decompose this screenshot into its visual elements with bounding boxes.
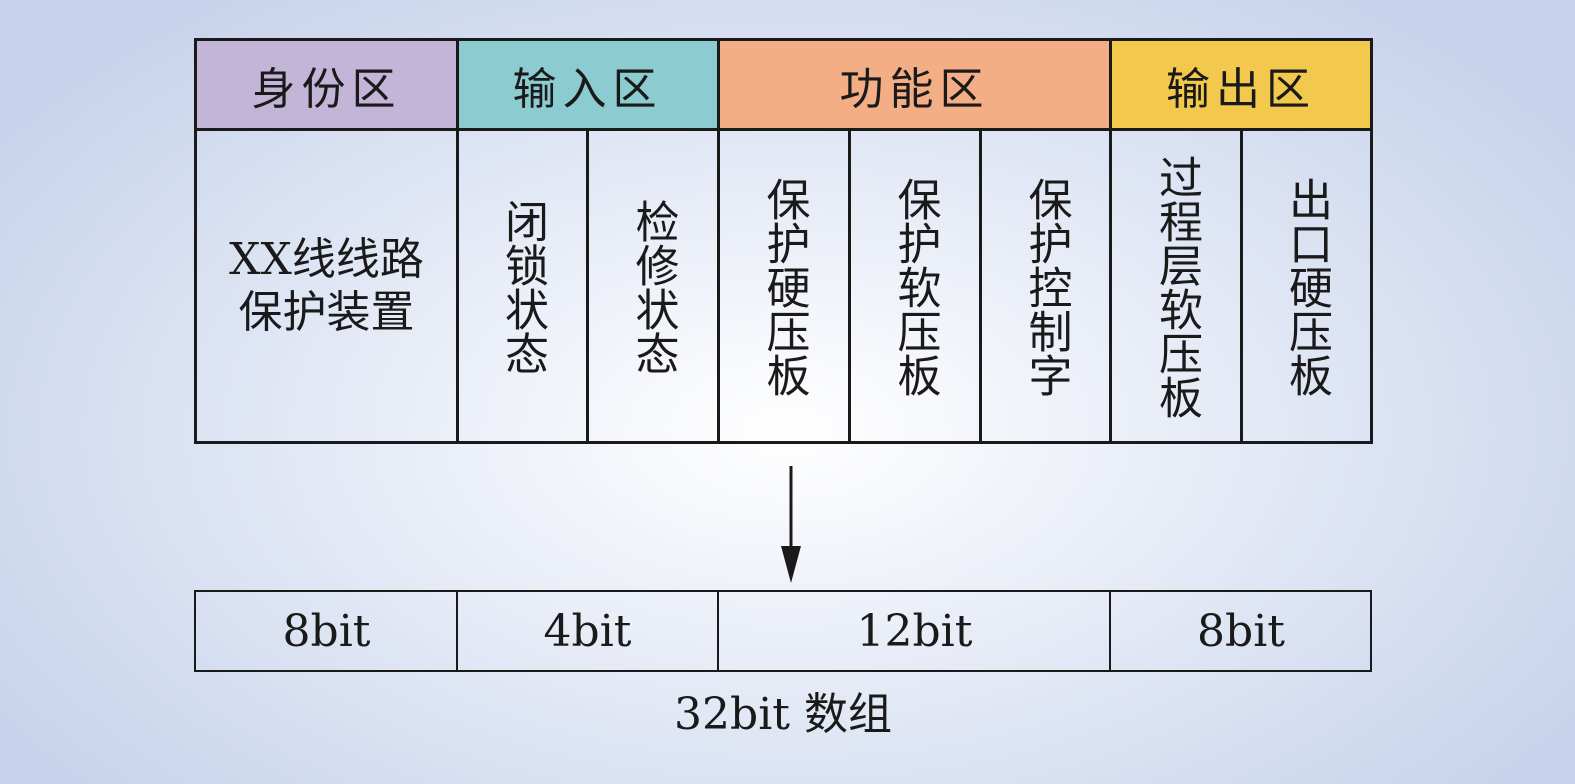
bits-divider-1 — [456, 590, 458, 672]
table-border-bottom — [194, 441, 1373, 444]
identity-cell-line1: XX线线路 — [229, 234, 424, 286]
array-caption: 32bit 数组 — [674, 689, 892, 740]
bits-function: 12bit — [856, 606, 973, 657]
table-border-right — [1370, 38, 1373, 444]
bits-border-bottom — [194, 670, 1372, 672]
bits-border-top — [194, 590, 1372, 592]
zone-divider-3 — [1109, 38, 1112, 444]
table-border-top — [194, 38, 1373, 41]
bits-border-right — [1370, 590, 1372, 672]
table-border-left — [194, 38, 197, 444]
input-cell-lock-state: 闭锁状态 — [497, 199, 548, 375]
cell-divider-function-2 — [979, 128, 982, 444]
bits-identity: 8bit — [282, 606, 371, 657]
zone-divider-2 — [717, 38, 720, 444]
cell-divider-output — [1240, 128, 1243, 444]
cell-divider-input — [586, 128, 589, 444]
bits-input: 4bit — [543, 606, 632, 657]
table-divider-header — [194, 128, 1373, 131]
zone-header-input: 输入区 — [457, 40, 718, 129]
zone-header-output: 输出区 — [1111, 40, 1371, 129]
bits-divider-2 — [717, 590, 719, 672]
identity-cell: XX线线路 保护装置 — [196, 131, 457, 443]
function-cell-hard-plate: 保护硬压板 — [758, 177, 810, 397]
function-cell-soft-plate: 保护软压板 — [889, 177, 941, 397]
output-cell-process-soft-plate: 过程层软压板 — [1151, 155, 1202, 419]
zone-header-identity: 身份区 — [196, 40, 457, 129]
identity-cell-line2: 保护装置 — [238, 287, 415, 338]
input-cell-maintenance-state: 检修状态 — [627, 199, 679, 375]
zone-label-identity: 身份区 — [251, 63, 402, 115]
down-arrow-icon — [781, 466, 801, 583]
zone-label-input: 输入区 — [512, 63, 663, 115]
bits-divider-3 — [1109, 590, 1111, 672]
zone-divider-1 — [456, 38, 459, 444]
bits-output: 8bit — [1197, 606, 1285, 657]
bits-border-left — [194, 590, 196, 672]
zone-label-function: 功能区 — [839, 63, 990, 115]
function-cell-control-word: 保护控制字 — [1020, 177, 1072, 397]
cell-divider-function-1 — [848, 128, 851, 444]
zone-label-output: 输出区 — [1166, 63, 1316, 115]
output-cell-exit-hard-plate: 出口硬压板 — [1281, 177, 1332, 397]
zone-header-function: 功能区 — [718, 40, 1111, 129]
